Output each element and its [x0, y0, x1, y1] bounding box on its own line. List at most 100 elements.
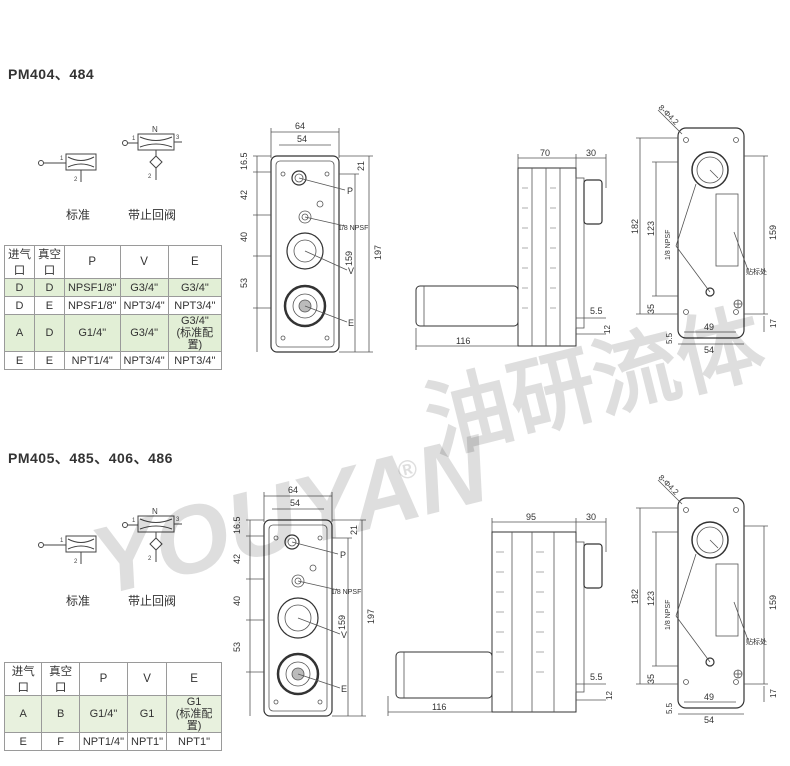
svg-text:159: 159	[768, 595, 778, 610]
svg-text:42: 42	[239, 190, 249, 200]
svg-text:54: 54	[704, 715, 714, 725]
table-header: P	[63, 245, 121, 279]
svg-text:116: 116	[432, 702, 446, 712]
section2-standard-label: 标准	[66, 594, 91, 608]
table-header: 真空口	[33, 245, 65, 279]
svg-text:53: 53	[232, 642, 242, 652]
svg-text:3: 3	[176, 517, 180, 523]
section2-symbol-diagrams: 1 2 N 1 3 2	[38, 508, 182, 565]
section1-back-view: 8-Φ4.2 182 123 159 35 5.5 17 49 54 1/8 N…	[630, 103, 778, 355]
svg-text:P: P	[340, 550, 346, 560]
svg-text:30: 30	[586, 512, 596, 522]
svg-text:64: 64	[295, 121, 305, 131]
svg-text:30: 30	[586, 148, 596, 158]
svg-text:V: V	[341, 630, 347, 640]
svg-text:1/8 NPSF: 1/8 NPSF	[331, 589, 361, 596]
svg-text:159: 159	[337, 615, 347, 630]
svg-text:21: 21	[356, 161, 366, 171]
table-header: 进气口	[3, 662, 43, 696]
svg-text:3: 3	[176, 135, 180, 141]
svg-text:16.5: 16.5	[232, 516, 242, 534]
svg-text:贴标处: 贴标处	[746, 267, 767, 276]
svg-text:5.5: 5.5	[665, 702, 674, 714]
svg-text:1: 1	[132, 518, 136, 524]
check-valve-ejector-symbol	[122, 133, 182, 180]
section1-check-valve-label: 带止回阀	[128, 208, 177, 222]
svg-text:17: 17	[769, 689, 778, 698]
svg-text:17: 17	[769, 319, 778, 328]
standard-ejector-symbol	[38, 153, 97, 182]
svg-text:16.5: 16.5	[239, 152, 249, 170]
svg-text:54: 54	[704, 345, 714, 355]
table-header: P	[78, 662, 129, 696]
svg-text:12: 12	[603, 325, 612, 334]
section1-title: PM404、484	[8, 66, 95, 82]
standard-ejector-symbol	[38, 535, 97, 564]
svg-text:54: 54	[297, 134, 307, 144]
svg-text:123: 123	[646, 591, 656, 606]
section2-check-valve-label: 带止回阀	[128, 594, 177, 608]
svg-text:49: 49	[704, 692, 714, 702]
svg-text:182: 182	[630, 589, 640, 604]
svg-text:8-Φ4.2: 8-Φ4.2	[657, 103, 681, 127]
svg-text:12: 12	[605, 691, 614, 700]
svg-text:54: 54	[290, 498, 300, 508]
table-header: 进气口	[4, 245, 35, 279]
svg-text:2: 2	[74, 177, 78, 183]
svg-text:1: 1	[132, 136, 136, 142]
svg-text:1: 1	[60, 156, 64, 162]
svg-text:贴标处: 贴标处	[746, 637, 767, 646]
svg-text:®: ®	[394, 452, 420, 486]
table-header: V	[119, 245, 169, 279]
svg-text:5.5: 5.5	[665, 332, 674, 344]
table-header: E	[166, 662, 222, 696]
svg-text:53: 53	[239, 278, 249, 288]
svg-text:1: 1	[60, 538, 64, 544]
svg-text:64: 64	[288, 485, 298, 495]
svg-text:49: 49	[704, 322, 714, 332]
svg-text:E: E	[348, 318, 354, 328]
svg-text:116: 116	[456, 336, 470, 346]
svg-text:95: 95	[526, 512, 536, 522]
svg-text:1/8 NPSF: 1/8 NPSF	[665, 600, 672, 630]
table-header: E	[167, 245, 223, 279]
section1-side-view: 70 30 116 5.5 12	[415, 148, 612, 350]
svg-text:1/8 NPSF: 1/8 NPSF	[665, 230, 672, 260]
svg-text:2: 2	[148, 174, 152, 180]
svg-text:N: N	[152, 508, 158, 516]
svg-text:35: 35	[646, 674, 656, 684]
svg-text:5.5: 5.5	[590, 672, 603, 682]
check-valve-ejector-symbol	[122, 515, 182, 562]
svg-text:40: 40	[232, 596, 242, 606]
table-header: V	[127, 662, 168, 696]
svg-text:2: 2	[148, 556, 152, 562]
svg-text:V: V	[348, 266, 354, 276]
svg-text:197: 197	[373, 245, 383, 260]
svg-text:70: 70	[540, 148, 550, 158]
svg-text:182: 182	[630, 219, 640, 234]
svg-text:40: 40	[239, 232, 249, 242]
svg-text:5.5: 5.5	[590, 306, 603, 316]
svg-text:123: 123	[646, 221, 656, 236]
svg-text:35: 35	[646, 304, 656, 314]
section1-front-view: 64 54 16.5 42 40 53 21 159 197 P 1/8 NPS…	[239, 121, 383, 353]
section1-symbol-diagrams: 1 2 N 1 3 2	[38, 126, 182, 183]
svg-text:159: 159	[768, 225, 778, 240]
svg-text:2: 2	[74, 559, 78, 565]
section2-side-view: 95 30 116 5.5 12	[387, 512, 614, 716]
section2-title: PM405、485、406、486	[8, 450, 173, 466]
svg-text:42: 42	[232, 554, 242, 564]
section2-back-view: 8-Φ4.2 182 123 159 35 5.5 17 49 54 1/8 N…	[630, 473, 778, 725]
svg-text:E: E	[341, 684, 347, 694]
table-header: 真空口	[41, 662, 80, 696]
svg-text:N: N	[152, 126, 158, 134]
section2-front-view: 64 54 16.5 42 40 53 21 159 197 P 1/8 NPS…	[232, 485, 376, 717]
svg-text:159: 159	[344, 251, 354, 266]
